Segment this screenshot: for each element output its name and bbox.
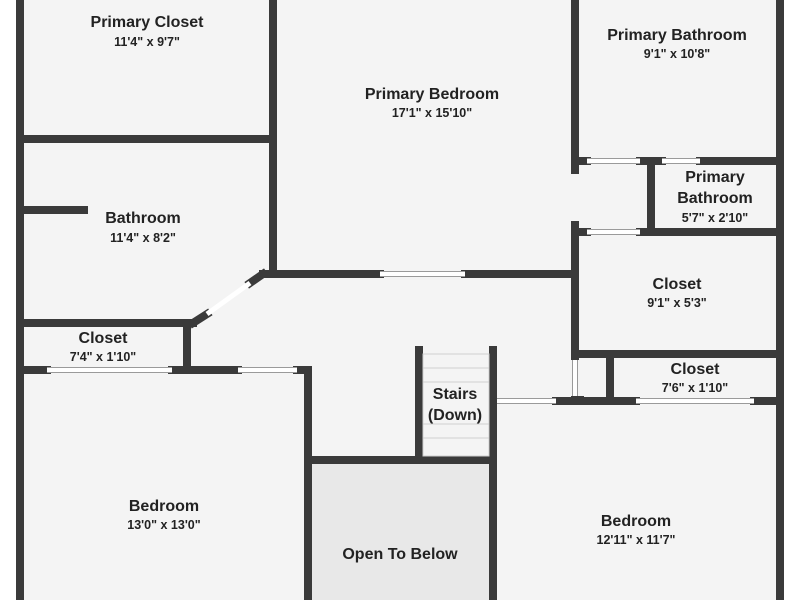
room-name-primary-bedroom: Primary Bedroom	[365, 86, 499, 103]
room-dims-primary-closet: 11'4" x 9'7"	[114, 35, 180, 49]
room-name-bathroom: Bathroom	[105, 210, 181, 227]
room-dims-bathroom: 11'4" x 8'2"	[110, 231, 176, 245]
room-name-closet-left: Closet	[79, 330, 129, 347]
room-name-primary-bathroom-2-line2: Bathroom	[677, 190, 753, 207]
room-labels: Primary Closet 11'4" x 9'7" Primary Bedr…	[70, 14, 753, 563]
room-dims-primary-bedroom: 17'1" x 15'10"	[392, 106, 472, 120]
room-name-stairs-line2: (Down)	[428, 407, 482, 424]
room-dims-bedroom-left: 13'0" x 13'0"	[127, 518, 200, 532]
room-name-primary-bathroom: Primary Bathroom	[607, 27, 747, 44]
room-name-closet-small: Closet	[671, 361, 721, 378]
room-name-stairs-line1: Stairs	[433, 386, 478, 403]
room-name-closet-right: Closet	[653, 276, 703, 293]
open-to-below-area	[310, 460, 492, 600]
room-dims-closet-left: 7'4" x 1'10"	[70, 350, 137, 364]
room-name-bedroom-right: Bedroom	[601, 513, 671, 530]
room-dims-primary-bathroom-2: 5'7" x 2'10"	[682, 211, 749, 225]
room-name-open-to-below: Open To Below	[342, 546, 458, 563]
opening	[205, 280, 252, 317]
room-name-bedroom-left: Bedroom	[129, 498, 199, 515]
stairs-symbol	[422, 353, 490, 457]
room-dims-closet-small: 7'6" x 1'10"	[662, 381, 729, 395]
room-dims-primary-bathroom: 9'1" x 10'8"	[644, 47, 711, 61]
opening-edges	[47, 158, 754, 404]
room-name-primary-bathroom-2-line1: Primary	[685, 169, 745, 186]
room-name-primary-closet: Primary Closet	[91, 14, 205, 31]
room-dims-bedroom-right: 12'11" x 11'7"	[597, 533, 676, 547]
openings	[47, 158, 754, 404]
room-dims-closet-right: 9'1" x 5'3"	[647, 296, 707, 310]
floor-areas	[20, 0, 780, 600]
wall	[244, 268, 269, 289]
walls	[16, 0, 784, 600]
